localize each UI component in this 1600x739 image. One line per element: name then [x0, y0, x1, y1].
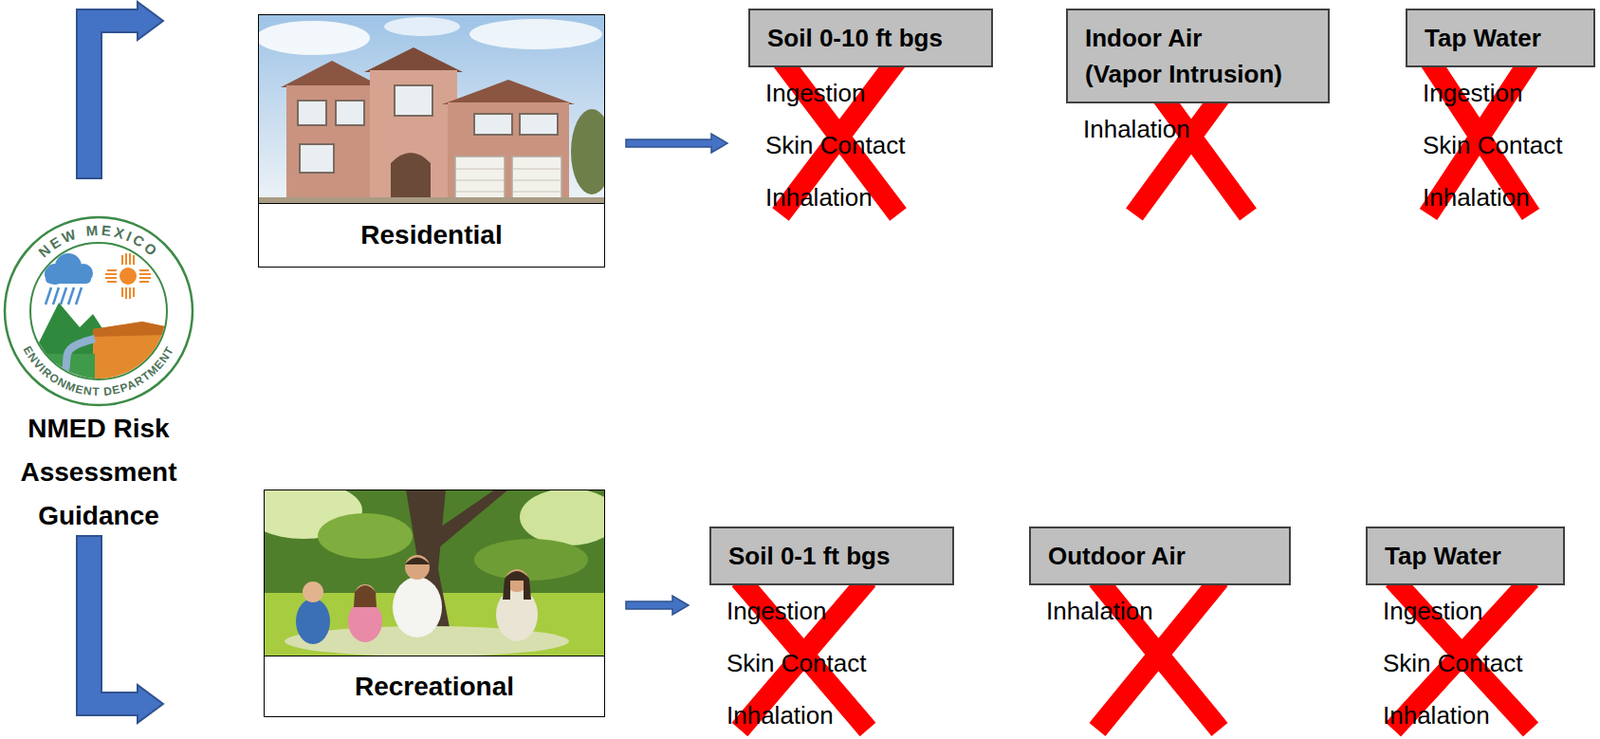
nmed-logo: NEW MEXICO ENVIRONMENT DEPARTMENT [0, 211, 200, 411]
house-photo [390, 152, 431, 204]
logo-emblem [45, 272, 92, 284]
scenario-box: Recreational [263, 489, 606, 718]
scenario-label-box: Residential [258, 202, 605, 267]
medium-header: Tap Water [1384, 537, 1546, 574]
exposure-route: Ingestion [1365, 585, 1565, 638]
guidance-title: NMED Risk Assessment Guidance [0, 406, 198, 538]
house-photo [455, 168, 562, 192]
house-photo [394, 85, 433, 116]
logo-lettering: NEW MEXICO [35, 221, 163, 261]
medium-header: Soil 0-1 ft bgs [728, 537, 936, 574]
picnic-photo [295, 598, 331, 644]
house-photo [369, 70, 458, 204]
house-photo [570, 109, 606, 195]
house-photo [469, 18, 603, 50]
house-photo [335, 100, 365, 126]
exposure-route: Skin Contact [1365, 637, 1565, 690]
exposure-medium: Tap WaterIngestionSkin ContactInhalation [1365, 526, 1565, 739]
guidance-arrow [76, 1, 164, 179]
logo-emblem [58, 338, 95, 383]
house-photo [280, 60, 384, 88]
exposure-route: Ingestion [709, 585, 955, 638]
house-photo [299, 144, 334, 173]
picnic-photo [263, 489, 606, 657]
exposure-medium: Soil 0-1 ft bgsIngestionSkin ContactInha… [709, 526, 955, 739]
logo-lettering: NEW MEXICO [35, 221, 163, 261]
exposure-route: Inhalation [709, 689, 955, 739]
cross-mark [739, 58, 1531, 730]
logo-emblem [45, 287, 82, 305]
house-photo [364, 47, 463, 73]
scenario-name: Recreational [354, 670, 515, 703]
picnic-photo [317, 513, 413, 559]
logo-lettering: ENVIRONMENT DEPARTMENT [20, 343, 178, 399]
medium-header-box: Soil 0-10 ft bgs [748, 8, 994, 68]
logo-emblem [28, 253, 169, 383]
logo-emblem [105, 253, 151, 299]
exposure-medium: Indoor Air (Vapor Intrusion) Inhalation [1066, 8, 1330, 156]
logo-emblem [119, 267, 137, 285]
exposure-route: Skin Contact [748, 119, 994, 172]
exposure-medium: Outdoor AirInhalation [1029, 526, 1291, 638]
house-photo [474, 113, 513, 135]
exposure-route: Inhalation [748, 171, 994, 224]
exposure-route: Inhalation [1066, 103, 1330, 156]
exposure-route: Ingestion [748, 67, 994, 120]
medium-header-box: Tap Water [1365, 526, 1565, 586]
exposure-route: Ingestion [1405, 67, 1596, 120]
picnic-photo [502, 570, 532, 600]
exposure-medium: Soil 0-10 ft bgsIngestionSkin ContactInh… [748, 8, 994, 224]
house-photo [447, 102, 570, 204]
medium-header: Outdoor Air [1048, 537, 1272, 574]
scenario-box: Residential [257, 14, 606, 268]
exposure-route: Skin Contact [1405, 119, 1596, 172]
picnic-photo [519, 489, 606, 546]
picnic-photo [431, 489, 509, 549]
guidance-arrow [76, 535, 164, 723]
exposure-route: Inhalation [1029, 585, 1291, 638]
picnic-photo [404, 557, 430, 566]
house-photo [384, 17, 460, 37]
picnic-photo [496, 588, 538, 642]
medium-header: Soil 0-10 ft bgs [767, 19, 975, 56]
picnic-photo [353, 585, 377, 607]
logo-lettering: ENVIRONMENT DEPARTMENT [20, 343, 178, 399]
picnic-photo [404, 554, 430, 580]
flow-arrow [625, 133, 728, 153]
flow-arrow [625, 595, 689, 615]
house-photo [286, 85, 378, 204]
logo-emblem [92, 321, 169, 337]
house-photo [257, 20, 370, 56]
medium-header-box: Soil 0-1 ft bgs [709, 526, 955, 586]
house-photo [257, 14, 606, 204]
picnic-photo [474, 538, 589, 581]
medium-header: Tap Water [1424, 19, 1577, 56]
exposure-medium: Tap WaterIngestionSkin ContactInhalation [1405, 8, 1596, 224]
medium-header-box: Tap Water [1405, 8, 1596, 68]
house-photo [297, 100, 327, 126]
medium-header-box: Outdoor Air [1029, 526, 1291, 586]
medium-header-box: Indoor Air (Vapor Intrusion) [1066, 8, 1330, 104]
house-photo [519, 113, 558, 135]
scenario-label-box: Recreational [264, 655, 605, 717]
exposure-route: Skin Contact [709, 637, 955, 690]
medium-header: Indoor Air (Vapor Intrusion) [1085, 19, 1285, 92]
picnic-photo [392, 576, 442, 638]
picnic-photo [302, 581, 324, 603]
exposure-route: Inhalation [1365, 689, 1565, 739]
scenario-name: Residential [360, 219, 502, 252]
nmed-logo [4, 217, 193, 405]
exposure-route: Inhalation [1405, 171, 1596, 224]
house-photo [441, 79, 575, 105]
